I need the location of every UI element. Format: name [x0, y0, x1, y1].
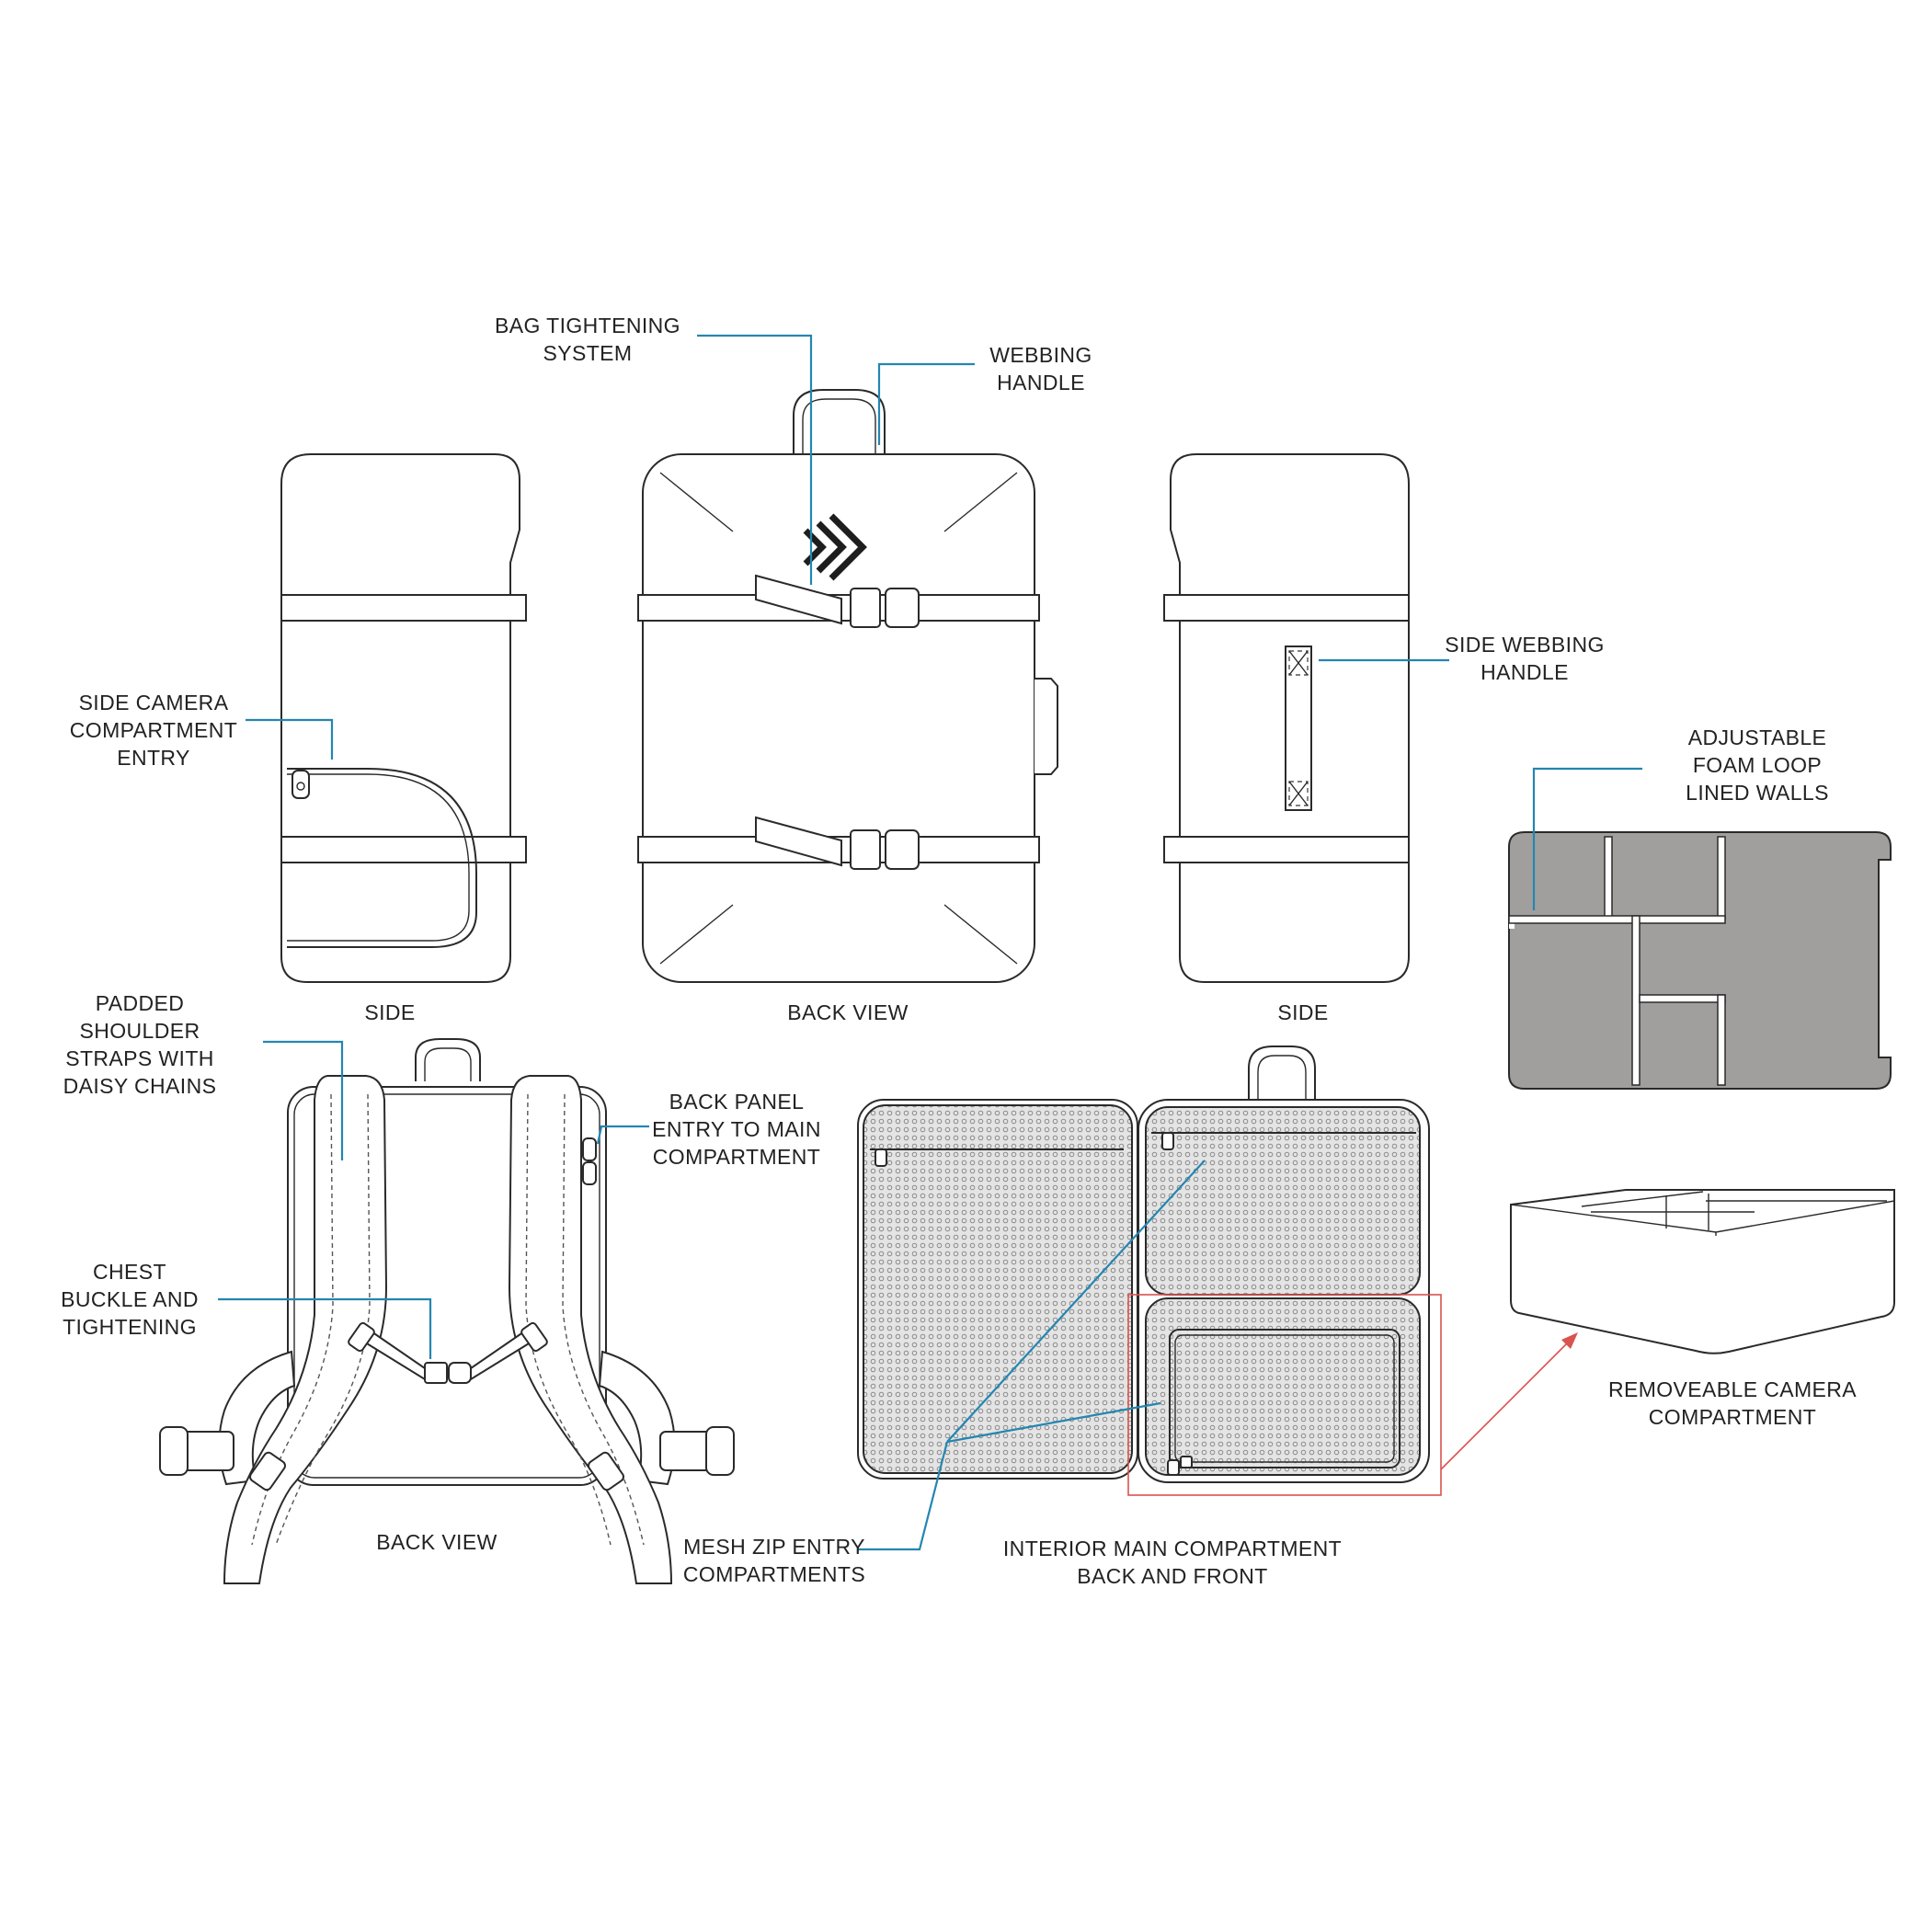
label-side-webbing-line2: HANDLE [1480, 660, 1569, 684]
side-view-right [1163, 453, 1410, 983]
label-bag-tightening-line2: SYSTEM [543, 341, 633, 365]
label-side-camera-line1: SIDE CAMERA [79, 691, 229, 714]
zipper-pull-icon [292, 770, 310, 799]
hip-belt-wing-left [218, 1350, 296, 1486]
callout-lines [218, 334, 1642, 1551]
label-padded-straps-line3: STRAPS WITH [65, 1046, 214, 1070]
label-interior-main-line1: INTERIOR MAIN COMPARTMENT [1003, 1537, 1342, 1560]
side-handle-edge [1035, 678, 1058, 775]
side-strap-right-lower [1163, 836, 1410, 863]
foam-divider-tray [1508, 831, 1892, 1090]
hip-buckle-left [159, 1426, 189, 1476]
side-compression-strap-upper [280, 594, 527, 622]
label-side-webbing-line1: SIDE WEBBING [1445, 633, 1605, 657]
label-padded-straps-line2: SHOULDER [79, 1019, 200, 1043]
label-adjustable-foam-line3: LINED WALLS [1686, 781, 1829, 805]
side-compression-strap-lower [280, 836, 527, 863]
hip-belt-wing-right [598, 1350, 676, 1486]
label-back-panel-line1: BACK PANEL [669, 1090, 805, 1114]
label-chest-buckle-line3: TIGHTENING [63, 1315, 197, 1339]
labels: BAG TIGHTENING SYSTEM WEBBING HANDLE SID… [61, 314, 1857, 1588]
label-chest-buckle-line1: CHEST [93, 1260, 166, 1284]
label-padded-straps-line4: DAISY CHAINS [63, 1074, 217, 1098]
mesh-pocket-lower-right [1145, 1297, 1421, 1476]
caption-back-view-top: BACK VIEW [787, 1000, 908, 1024]
caption-side-left: SIDE [364, 1000, 415, 1024]
hip-buckle-right [705, 1426, 735, 1476]
label-webbing-handle-line2: HANDLE [997, 371, 1085, 394]
chest-buckle-icon [424, 1362, 448, 1384]
label-interior-main-line2: BACK AND FRONT [1077, 1564, 1268, 1588]
mesh-pocket-left [863, 1104, 1133, 1474]
back-view-harness [159, 1038, 735, 1584]
label-removeable-camera-line2: COMPARTMENT [1649, 1405, 1816, 1429]
label-mesh-zip-line2: COMPARTMENTS [683, 1562, 865, 1586]
label-back-panel-line3: COMPARTMENT [653, 1145, 820, 1169]
red-arrow-icon [1561, 1332, 1578, 1349]
label-back-panel-line2: ENTRY TO MAIN [652, 1117, 821, 1141]
label-side-camera-line2: COMPARTMENT [70, 718, 237, 742]
side-camera-zipper [287, 768, 477, 948]
label-padded-straps-line1: PADDED [96, 991, 185, 1015]
side-strap-right-upper [1163, 594, 1410, 622]
interior-open-view [857, 1045, 1430, 1483]
label-side-camera-line3: ENTRY [117, 746, 190, 770]
removable-camera-box [1510, 1189, 1895, 1354]
back-view-front-panel [637, 389, 1058, 983]
label-adjustable-foam-line1: ADJUSTABLE [1688, 726, 1827, 749]
side-release-buckle-icon [850, 588, 920, 870]
caption-side-right: SIDE [1277, 1000, 1328, 1024]
mesh-pocket-upper-right [1145, 1106, 1421, 1296]
label-adjustable-foam-line2: FOAM LOOP [1693, 753, 1822, 777]
caption-back-view-bottom: BACK VIEW [376, 1530, 497, 1554]
label-chest-buckle-line2: BUCKLE AND [61, 1287, 199, 1311]
label-mesh-zip-line1: MESH ZIP ENTRY [683, 1535, 865, 1559]
removable-compartment-highlight [1127, 1294, 1578, 1496]
label-webbing-handle-line1: WEBBING [989, 343, 1092, 367]
side-webbing-handle [1285, 646, 1312, 811]
top-webbing-handle [793, 389, 886, 454]
side-view-left [280, 453, 527, 983]
label-bag-tightening-line1: BAG TIGHTENING [495, 314, 680, 337]
zipper-pull-icon [582, 1137, 597, 1185]
label-removeable-camera-line1: REMOVEABLE CAMERA [1608, 1377, 1857, 1401]
